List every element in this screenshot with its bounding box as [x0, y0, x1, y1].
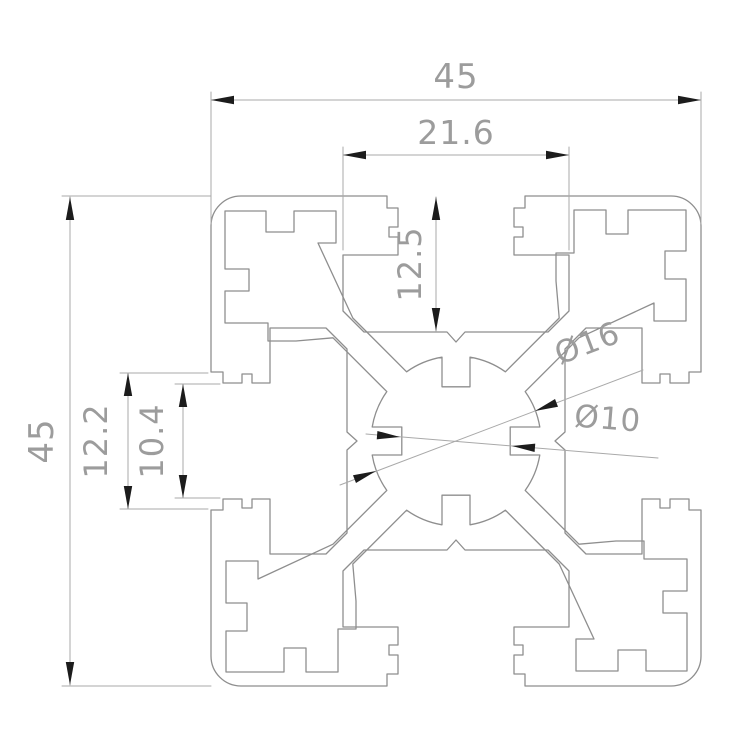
- dimension-arrowhead: [431, 197, 441, 220]
- dimension-arrowhead: [376, 430, 400, 440]
- dimension-arrowhead: [123, 486, 133, 509]
- dimension-arrowhead: [535, 398, 558, 411]
- dim-bore-inner-diameter-label: Ø10: [573, 398, 643, 439]
- dimension-arrowhead: [65, 197, 75, 220]
- dimension-arrowhead: [211, 95, 234, 105]
- profile-inner-contour: [224, 209, 688, 673]
- dim-slot-depth-label: 12.5: [391, 226, 429, 301]
- dimension-arrowhead: [65, 662, 75, 685]
- dimension-arrowhead: [343, 150, 366, 160]
- dimension-arrowhead: [178, 384, 188, 407]
- profile-outline-group: [210, 195, 702, 687]
- dim-slot-outer-opening-label: 12.2: [77, 403, 115, 478]
- dimension-line: [339, 369, 644, 486]
- dimension-lines-group: [61, 91, 702, 687]
- profile-outer-contour: [210, 195, 702, 687]
- dimension-labels-group: 45 21.6 12.5 45 12.2 10.4 Ø16 Ø10: [22, 57, 643, 479]
- arrowheads-group: [65, 95, 701, 685]
- dimension-arrowhead: [431, 308, 441, 331]
- dim-overall-height-label: 45: [22, 418, 62, 463]
- dim-slot-inner-opening-label: 10.4: [133, 403, 171, 478]
- dim-bore-outer-diameter-label: Ø16: [550, 315, 625, 372]
- dimension-arrowhead: [546, 150, 569, 160]
- dimension-arrowhead: [123, 373, 133, 396]
- dim-overall-width-label: 45: [433, 57, 478, 97]
- dim-slot-cavity-width-label: 21.6: [417, 113, 494, 152]
- dimension-arrowhead: [512, 443, 536, 453]
- dimension-arrowhead: [678, 95, 701, 105]
- dimension-arrowhead: [353, 471, 376, 484]
- dimension-arrowhead: [178, 475, 188, 498]
